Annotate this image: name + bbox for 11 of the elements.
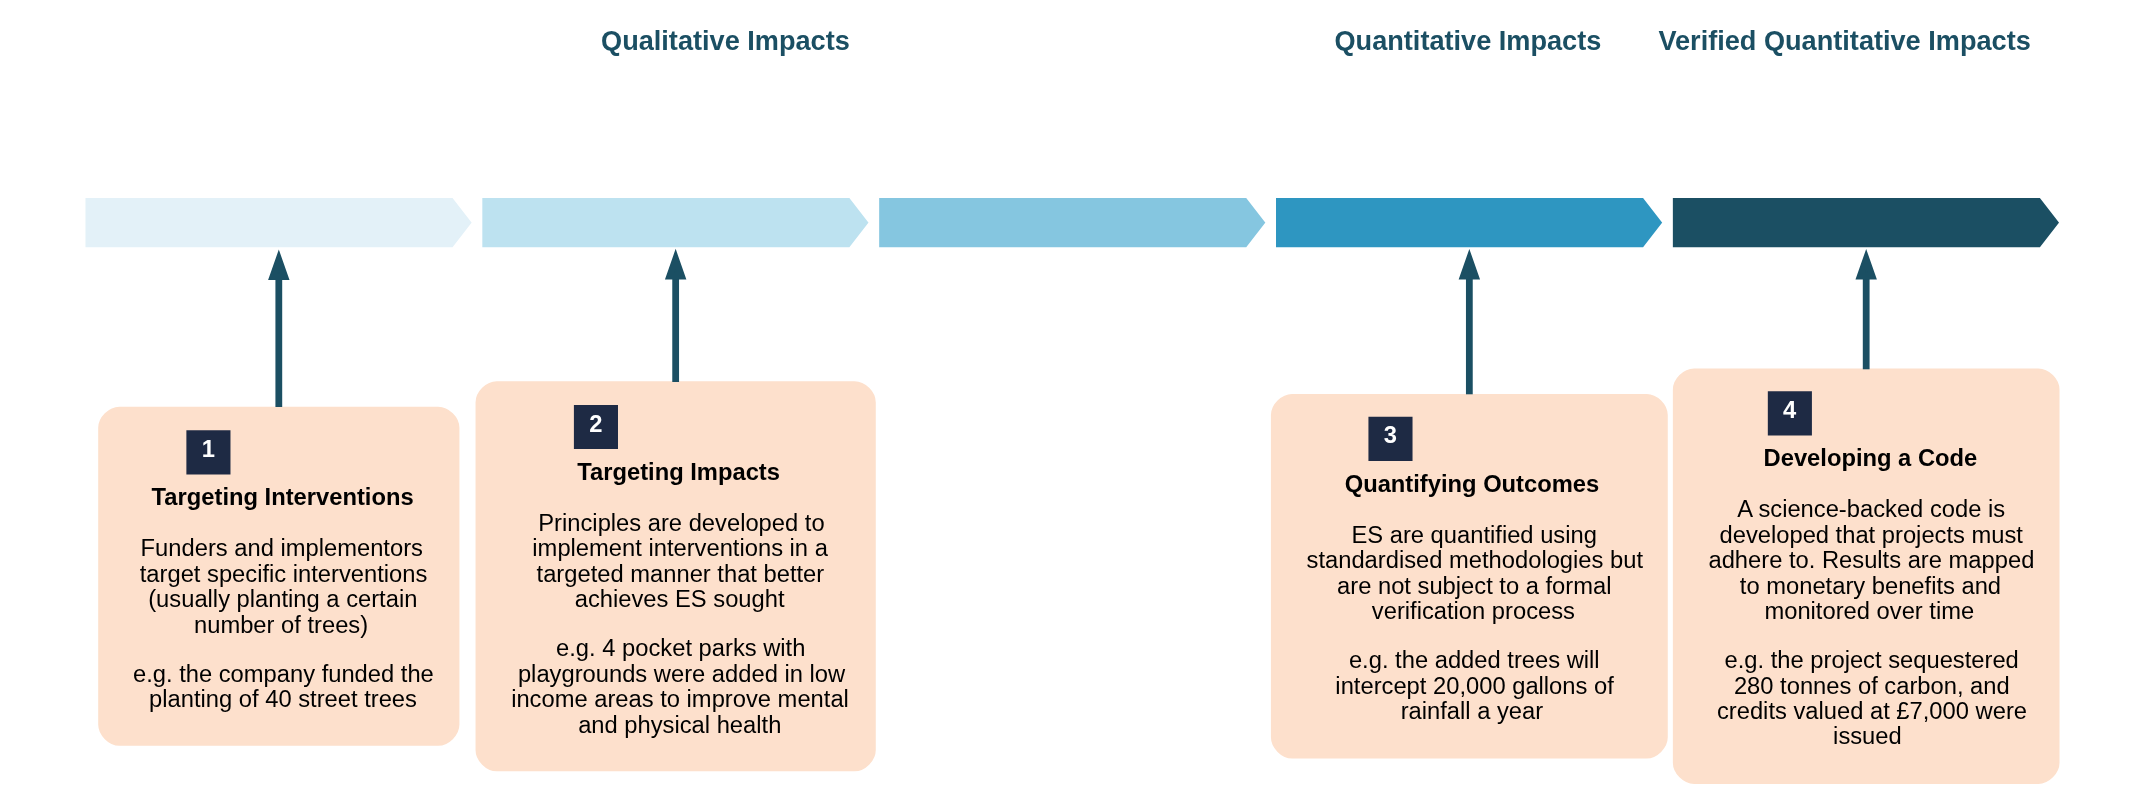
arrow <box>1458 248 1480 395</box>
node-box: 4 Developing a Code A science-backed code is developed that projects must adhere to. Results are mapped to monetary benefits and monitored over time e.g. the project sequestered 280 tonnes of carbon, and credits valued at £7,000 were issued <box>1672 368 2059 784</box>
arrow <box>1854 248 1877 370</box>
label: Quantitative Impacts <box>1334 25 1601 57</box>
label: Verified Quantitative Impacts <box>1657 25 2031 57</box>
arrow <box>664 248 686 382</box>
label: Qualitative Impacts <box>600 25 850 57</box>
node-box: 2 Targeting Impacts Principles are developed to implement interventions in a targeted manner that better achieves ES sought e.g. 4 pocket parks with playgrounds were added in low income areas to improve mental and physical health <box>475 381 876 772</box>
node-box: 1 Targeting Interventions Funders and implementors target specific interventions (usually planting a certain number of trees) e.g. the company funded the planting of 40 street trees <box>97 406 459 746</box>
node-box: 3 Quantifying Outcomes ES are quantified using standardised methodologies but are not subject to a formal verification process e.g. the added trees will intercept 20,000 gallons of rainfall a year <box>1270 393 1668 759</box>
arrow <box>267 249 290 408</box>
